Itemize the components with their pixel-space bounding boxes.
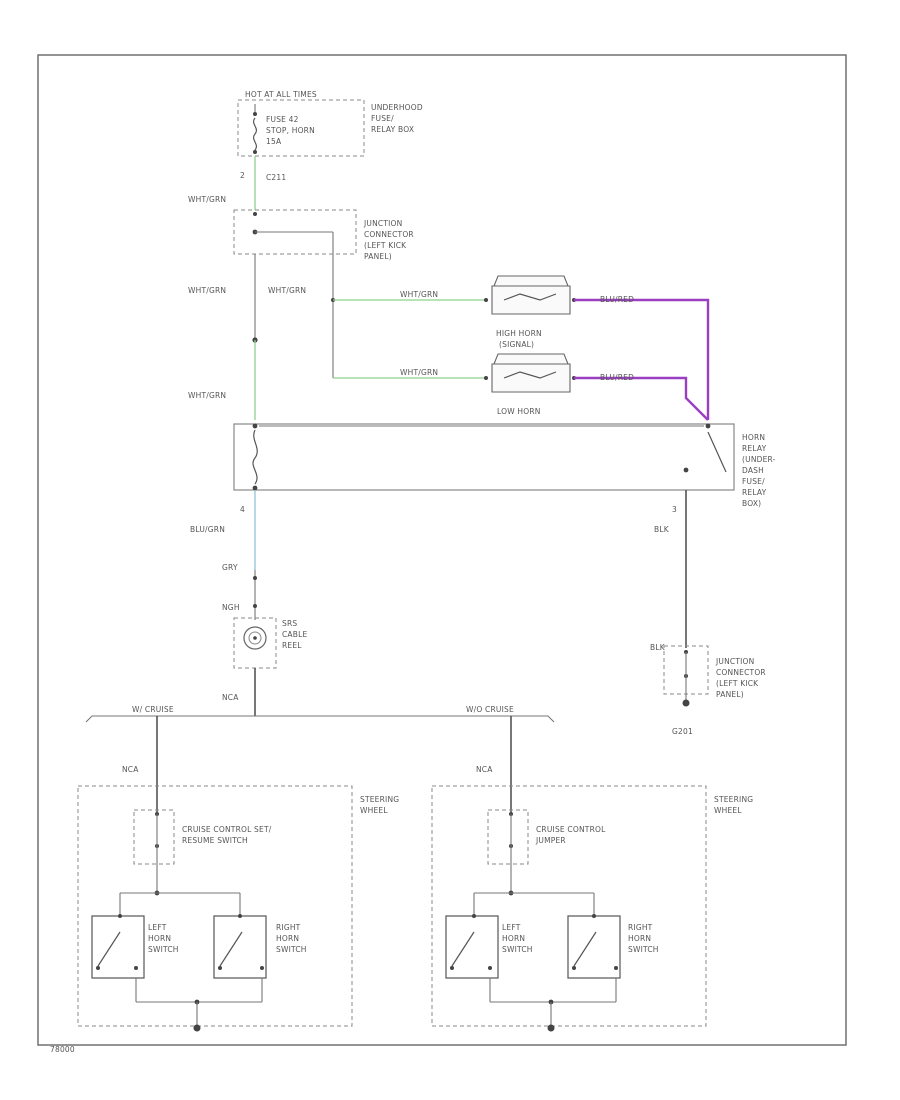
left-horn-switch-1-label-2: HORN bbox=[148, 934, 171, 943]
horn-relay-label-5: FUSE/ bbox=[742, 477, 765, 486]
horn-relay-label-2: RELAY bbox=[742, 444, 767, 453]
underhood-box-label-2: FUSE/ bbox=[371, 114, 394, 123]
wire-high-horn-to-relay bbox=[574, 298, 710, 420]
left-horn-switch-2-label-1: LEFT bbox=[502, 923, 521, 932]
pin-2-top-label: 2 bbox=[240, 171, 245, 180]
junction-connector-top: WHT/GRN JUNCTION CONNECTOR (LEFT KICK PA… bbox=[188, 195, 414, 261]
figure-id-label: 78000 bbox=[50, 1045, 75, 1054]
right-horn-switch-1-label-3: SWITCH bbox=[276, 945, 307, 954]
fuse-label-2: STOP, HORN bbox=[266, 126, 315, 135]
srs-label-3: REEL bbox=[282, 641, 302, 650]
junction-label-4: PANEL) bbox=[364, 252, 392, 261]
c211-label: C211 bbox=[266, 173, 286, 182]
fuse-label-1: FUSE 42 bbox=[266, 115, 299, 124]
horn-relay-label-3: (UNDER- bbox=[742, 455, 776, 464]
steering-wheel-without-cruise bbox=[431, 785, 707, 1032]
branch-bracket bbox=[85, 715, 555, 723]
nca-label-3: NCA bbox=[476, 765, 493, 774]
wht-grn-label-6: WHT/GRN bbox=[400, 368, 438, 377]
blu-red-label-2: BLU/RED bbox=[600, 373, 634, 382]
junction-connector-ground bbox=[663, 645, 709, 707]
junction2-label-1: JUNCTION bbox=[715, 657, 754, 666]
right-horn-switch-2-label-1: RIGHT bbox=[628, 923, 653, 932]
connector-gry-label: GRY bbox=[222, 563, 238, 572]
blk-label-2: BLK bbox=[650, 643, 666, 652]
underhood-box-label-3: RELAY BOX bbox=[371, 125, 414, 134]
low-horn-label: LOW HORN bbox=[497, 407, 541, 416]
horn-relay bbox=[233, 423, 735, 491]
wht-grn-label-4: WHT/GRN bbox=[188, 391, 226, 400]
right-horn-switch-2-label-2: HORN bbox=[628, 934, 651, 943]
underhood-box-label-1: UNDERHOOD bbox=[371, 103, 423, 112]
steering-wheel-1-label-2: WHEEL bbox=[360, 806, 388, 815]
wht-grn-label-1: WHT/GRN bbox=[188, 195, 226, 204]
underhood-fuse-box: HOT AT ALL TIMES FUSE 42 STOP, HORN 15A … bbox=[237, 90, 423, 157]
cruise-switch-label-1: CRUISE CONTROL SET/ bbox=[182, 825, 272, 834]
horn-relay-label-6: RELAY bbox=[742, 488, 767, 497]
high-horn-label-1: HIGH HORN bbox=[496, 329, 542, 338]
cruise-jumper-label-2: JUMPER bbox=[535, 836, 566, 845]
fuse-label-3: 15A bbox=[266, 137, 282, 146]
right-horn-switch-1-label-1: RIGHT bbox=[276, 923, 301, 932]
pin-3-label: 3 bbox=[672, 505, 677, 514]
right-horn-switch-1-label-2: HORN bbox=[276, 934, 299, 943]
left-horn-switch-2-label-3: SWITCH bbox=[502, 945, 533, 954]
without-cruise-label: W/O CRUISE bbox=[466, 705, 514, 714]
steering-wheel-1-label-1: STEERING bbox=[360, 795, 399, 804]
left-horn-switch-2-label-2: HORN bbox=[502, 934, 525, 943]
wht-grn-label-2: WHT/GRN bbox=[188, 286, 226, 295]
blu-grn-label: BLU/GRN bbox=[190, 525, 225, 534]
srs-label-1: SRS bbox=[282, 619, 297, 628]
cruise-jumper-label-1: CRUISE CONTROL bbox=[536, 825, 606, 834]
junction2-label-2: CONNECTOR bbox=[716, 668, 766, 677]
g201-label: G201 bbox=[672, 727, 693, 736]
high-horn bbox=[484, 275, 576, 315]
junction-label-1: JUNCTION bbox=[363, 219, 402, 228]
blk-label-1: BLK bbox=[654, 525, 670, 534]
high-horn-label-2: (SIGNAL) bbox=[499, 340, 534, 349]
horn-relay-label-1: HORN bbox=[742, 433, 765, 442]
nca-label-2: NCA bbox=[122, 765, 139, 774]
cruise-switch-label-2: RESUME SWITCH bbox=[182, 836, 248, 845]
junction-label-2: CONNECTOR bbox=[364, 230, 414, 239]
junction2-label-3: (LEFT KICK bbox=[716, 679, 759, 688]
wht-grn-label-5: WHT/GRN bbox=[400, 290, 438, 299]
left-horn-switch-1-label-1: LEFT bbox=[148, 923, 167, 932]
horn-relay-label-7: BOX) bbox=[742, 499, 761, 508]
steering-wheel-2-label-1: STEERING bbox=[714, 795, 753, 804]
junction2-label-4: PANEL) bbox=[716, 690, 744, 699]
srs-label-2: CABLE bbox=[282, 630, 307, 639]
with-cruise-label: W/ CRUISE bbox=[132, 705, 174, 714]
junction-label-3: (LEFT KICK bbox=[364, 241, 407, 250]
blu-red-label-1: BLU/RED bbox=[600, 295, 634, 304]
left-horn-switch-1-label-3: SWITCH bbox=[148, 945, 179, 954]
steering-wheel-2-label-2: WHEEL bbox=[714, 806, 742, 815]
low-horn bbox=[484, 353, 576, 393]
hot-at-all-times-label: HOT AT ALL TIMES bbox=[245, 90, 317, 99]
srs-cable-reel bbox=[233, 617, 277, 669]
wht-grn-label-3: WHT/GRN bbox=[268, 286, 306, 295]
pin-4-label: 4 bbox=[240, 505, 245, 514]
wire-low-horn-to-relay bbox=[574, 376, 709, 421]
horn-relay-label-4: DASH bbox=[742, 466, 764, 475]
right-horn-switch-2-label-3: SWITCH bbox=[628, 945, 659, 954]
diagram-frame bbox=[37, 54, 847, 1046]
nca-label-1: NCA bbox=[222, 693, 239, 702]
steering-wheel-with-cruise bbox=[77, 785, 353, 1032]
connector-ngh-label: NGH bbox=[222, 603, 240, 612]
